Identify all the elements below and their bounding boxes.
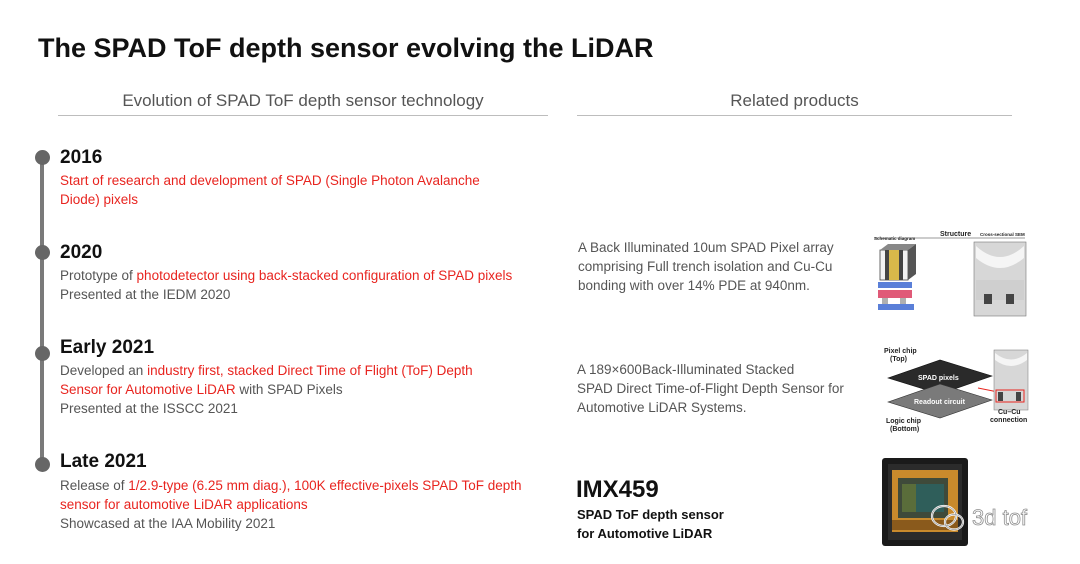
highlight-text: photodetector using back-stacked configu… bbox=[136, 268, 513, 283]
timeline-desc: Prototype of photodetector using back-st… bbox=[60, 266, 550, 304]
right-header-rule bbox=[577, 115, 1012, 116]
plain-text: Release of bbox=[60, 478, 129, 493]
plain-text: Showcased at the IAA Mobility 2021 bbox=[60, 516, 276, 531]
desc-line: Presented at the IEDM 2020 bbox=[60, 285, 550, 304]
timeline-dot bbox=[35, 346, 50, 361]
desc-line: Prototype of photodetector using back-st… bbox=[60, 266, 550, 285]
readout-label: Readout circuit bbox=[914, 399, 966, 406]
logic-chip-bottom-label: (Bottom) bbox=[890, 426, 919, 433]
logic-chip-label: Logic chip bbox=[886, 418, 921, 425]
timeline-year: Late 2021 bbox=[60, 451, 147, 472]
pixel-chip-label: Pixel chip bbox=[884, 348, 917, 355]
highlight-text: 1/2.9-type (6.25 mm diag.), 100K effecti… bbox=[128, 478, 522, 493]
schematic-label: Schematic diagram bbox=[874, 236, 915, 241]
desc-line: Diode) pixels bbox=[60, 190, 550, 209]
desc-line: Presented at the ISSCC 2021 bbox=[60, 399, 550, 418]
timeline-year: 2016 bbox=[60, 147, 103, 168]
desc-line: sensor for automotive LiDAR applications bbox=[60, 495, 550, 514]
timeline-desc: Developed an industry first, stacked Dir… bbox=[60, 361, 550, 418]
wechat-icon bbox=[930, 504, 965, 531]
sem-image bbox=[973, 241, 1027, 317]
logic-chip-layer bbox=[887, 383, 993, 419]
timeline-line bbox=[40, 158, 44, 466]
highlight-text: industry first, stacked Direct Time of F… bbox=[147, 363, 473, 378]
timeline-year: 2020 bbox=[60, 242, 103, 263]
product-subtitle: SPAD ToF depth sensor for Automotive LiD… bbox=[577, 507, 724, 541]
page-title: The SPAD ToF depth sensor evolving the L… bbox=[38, 33, 654, 63]
plain-text: Prototype of bbox=[60, 268, 137, 283]
highlight-text: Diode) pixels bbox=[60, 192, 139, 207]
timeline-desc: Start of research and development of SPA… bbox=[60, 171, 550, 209]
imx459-chip-image bbox=[882, 458, 968, 546]
highlight-text: sensor for automotive LiDAR applications bbox=[60, 497, 308, 512]
right-column-header: Related products bbox=[730, 91, 859, 110]
spad-pixels-label: SPAD pixels bbox=[918, 375, 959, 382]
schematic-diagram bbox=[878, 244, 916, 310]
plain-text: Presented at the ISSCC 2021 bbox=[60, 401, 238, 416]
plain-text: Developed an bbox=[60, 363, 148, 378]
highlight-text: Sensor for Automotive LiDAR bbox=[60, 382, 236, 397]
plain-text: with SPAD Pixels bbox=[235, 382, 343, 397]
timeline-dot bbox=[35, 150, 50, 165]
structure-label: Structure bbox=[940, 231, 971, 238]
watermark-text: 3d tof bbox=[972, 505, 1028, 531]
timeline-year: Early 2021 bbox=[60, 337, 155, 358]
plain-text: Presented at the IEDM 2020 bbox=[60, 287, 231, 302]
desc-line: Sensor for Automotive LiDAR with SPAD Pi… bbox=[60, 380, 550, 399]
desc-line: Developed an industry first, stacked Dir… bbox=[60, 361, 550, 380]
timeline-dot bbox=[35, 245, 50, 260]
timeline-dot bbox=[35, 457, 50, 472]
sem-label: Cross-sectional SEM bbox=[980, 232, 1025, 237]
stacked-chip-figure: Pixel chip (Top) SPAD pixels Readout cir… bbox=[884, 348, 1029, 433]
timeline-desc: Release of 1/2.9-type (6.25 mm diag.), 1… bbox=[60, 476, 550, 533]
desc-line: Start of research and development of SPA… bbox=[60, 171, 550, 190]
product-desc-2020: A Back Illuminated 10um SPAD Pixel array… bbox=[578, 240, 834, 293]
left-column-header: Evolution of SPAD ToF depth sensor techn… bbox=[122, 91, 484, 110]
highlight-text: Start of research and development of SPA… bbox=[60, 173, 480, 188]
connection-label: connection bbox=[990, 417, 1027, 424]
left-header-rule bbox=[58, 115, 548, 116]
cucu-label: Cu–Cu bbox=[998, 409, 1021, 416]
watermark: 3d tof bbox=[930, 503, 1027, 533]
pixel-chip-top-label: (Top) bbox=[890, 356, 907, 363]
pixel-chip-layer bbox=[887, 359, 993, 395]
product-name: IMX459 bbox=[576, 476, 659, 503]
product-desc-2021: A 189×600Back-Illuminated Stacked SPAD D… bbox=[577, 362, 844, 415]
desc-line: Showcased at the IAA Mobility 2021 bbox=[60, 514, 550, 533]
desc-line: Release of 1/2.9-type (6.25 mm diag.), 1… bbox=[60, 476, 550, 495]
spad-pixel-structure-figure: Structure Schematic diagram Cross-sectio… bbox=[874, 231, 1027, 317]
